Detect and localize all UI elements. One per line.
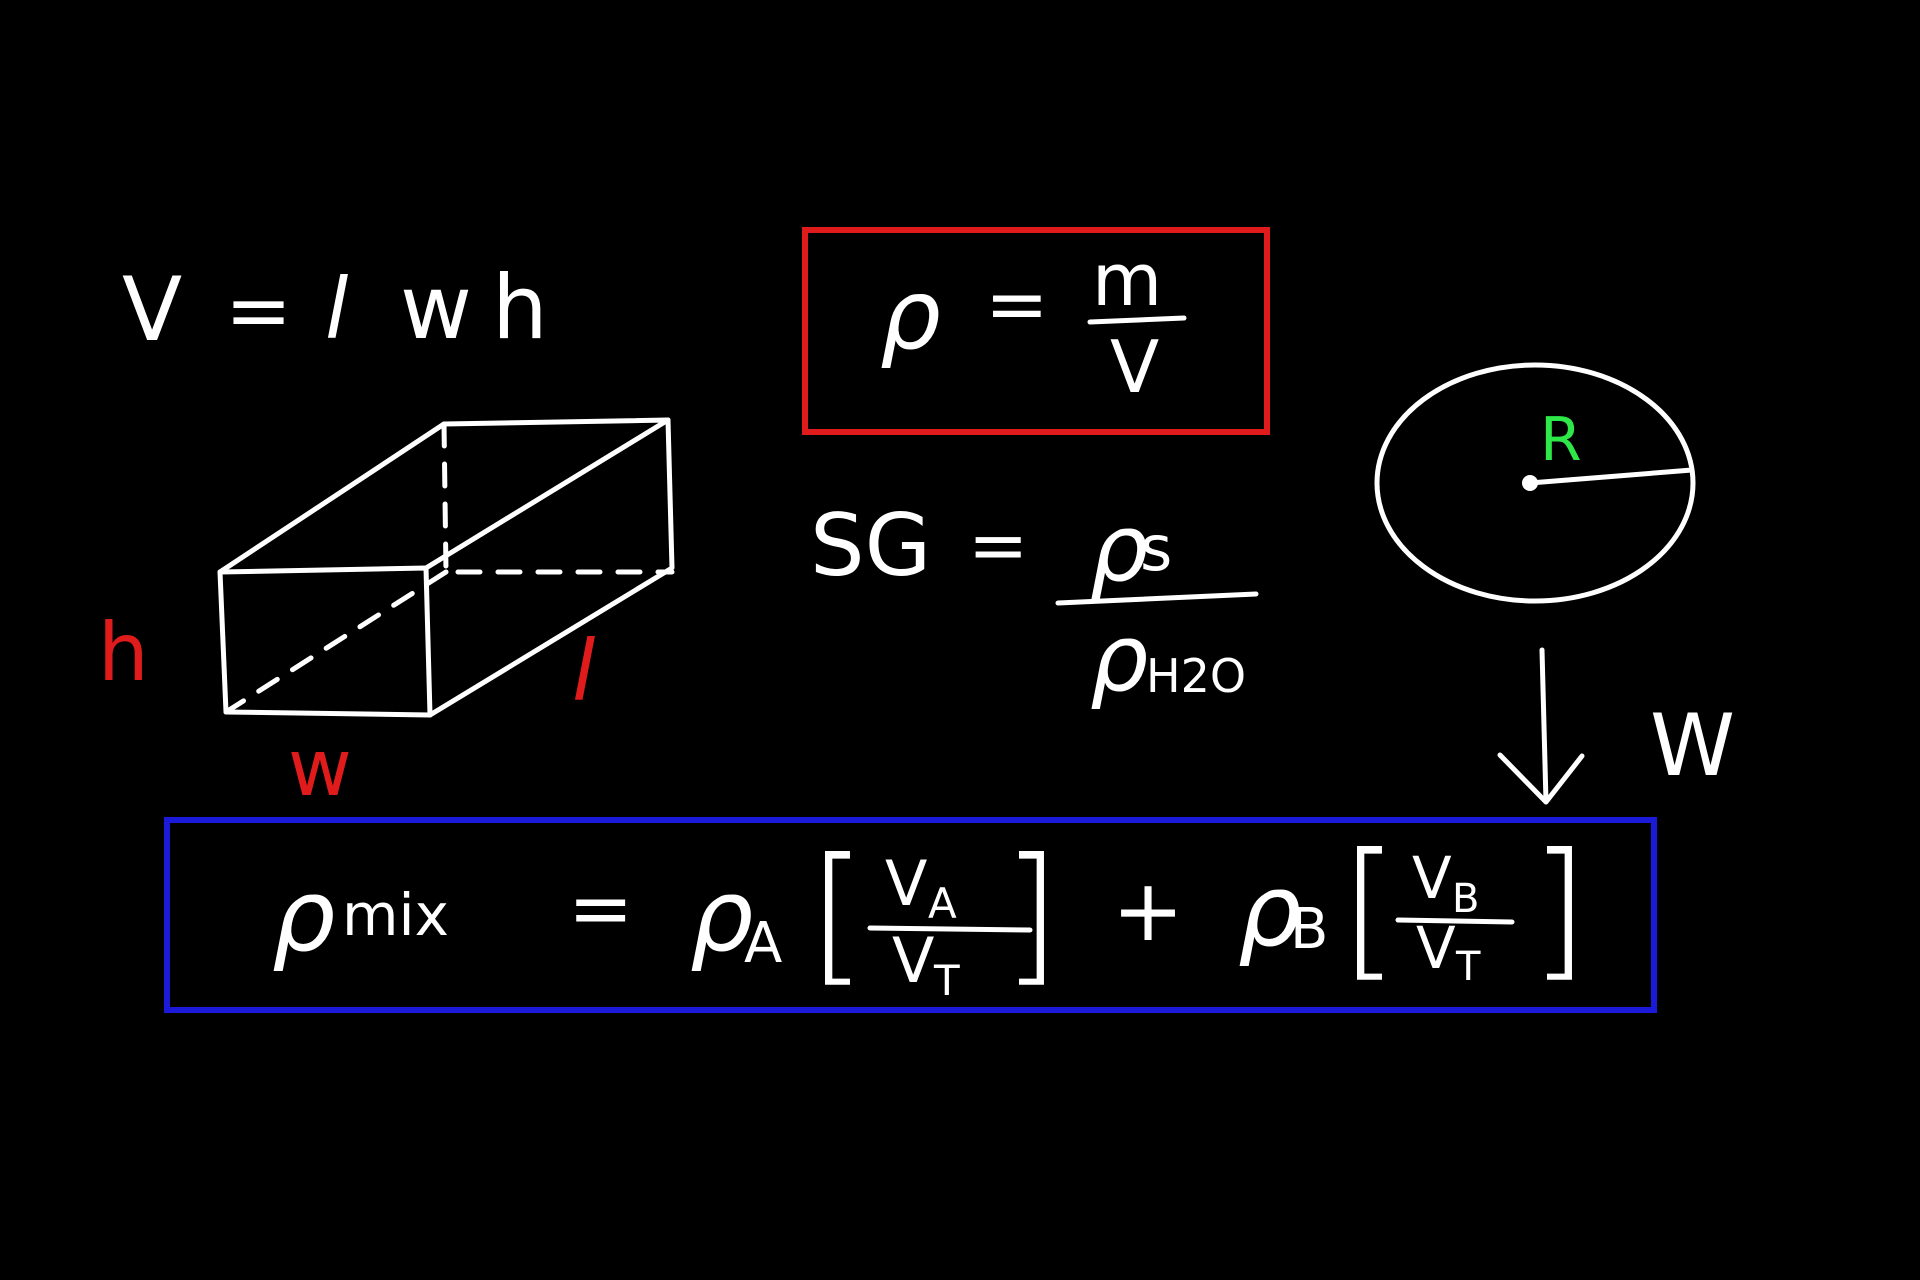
- mix-vt-1: V: [892, 924, 934, 997]
- mixture-formula: ρ mix = ρ A [ V A V T ] + ρ B [ V B V T …: [164, 817, 1657, 1013]
- box-dimension-labels: h w l: [98, 606, 595, 814]
- mix-vt-1-sub: T: [933, 956, 960, 1005]
- circle-center-dot: [1522, 475, 1538, 491]
- volume-formula: V = l w h: [122, 256, 548, 361]
- box-label-h: h: [98, 606, 149, 699]
- rectangular-box: [217, 417, 675, 718]
- mix-left-bracket-1: [: [808, 827, 867, 1001]
- density-equals: =: [985, 259, 1049, 348]
- mix-rho-a: ρ: [690, 857, 753, 974]
- volume-h: h: [492, 256, 548, 359]
- circle-label-w: W: [1650, 696, 1735, 796]
- mix-va: V: [885, 847, 927, 920]
- mix-right-bracket-1: ]: [1002, 827, 1061, 1001]
- mix-plus: +: [1112, 861, 1184, 961]
- sg-fraction-bar: [1055, 591, 1259, 606]
- mix-fraction-bar-1: [867, 925, 1033, 933]
- sg-label: SG: [810, 496, 931, 596]
- density-rho: ρ: [880, 259, 941, 371]
- box-hidden-edges: [223, 421, 675, 715]
- volume-l: l: [325, 260, 348, 358]
- mix-rho-b: ρ: [1238, 852, 1301, 969]
- mix-vt-2: V: [1416, 914, 1456, 982]
- weight-arrow: [1497, 647, 1585, 805]
- sg-rho-water: ρ: [1090, 605, 1148, 712]
- mix-equals: =: [568, 864, 633, 954]
- mix-fraction-bar-2: [1395, 917, 1515, 925]
- box-right-edges: [427, 417, 675, 718]
- mix-right-bracket-2: ]: [1530, 822, 1589, 996]
- sg-equals: =: [968, 503, 1028, 587]
- circle-radius-line: [1527, 467, 1695, 486]
- density-v: V: [1110, 325, 1159, 409]
- specific-gravity-formula: SG = ρ s ρ H2O: [810, 495, 1246, 712]
- sg-rho-s-sub: s: [1140, 512, 1172, 585]
- mix-va-sub: A: [928, 879, 957, 928]
- sg-rho-water-sub: H2O: [1146, 649, 1246, 703]
- circle-outline: [1374, 362, 1696, 604]
- mixture-blue-box: [164, 817, 1657, 1013]
- sg-rho-s: ρ: [1090, 495, 1148, 602]
- density-formula: ρ = m V: [802, 227, 1270, 435]
- density-red-box: [802, 227, 1270, 435]
- mix-vt-2-sub: T: [1455, 944, 1481, 990]
- density-m: m: [1092, 238, 1162, 322]
- mix-rho-sub: mix: [342, 881, 449, 949]
- circle-label-r: R: [1540, 405, 1582, 475]
- mix-rho: ρ: [272, 857, 335, 974]
- mix-vb: V: [1412, 844, 1452, 912]
- mix-left-bracket-2: [: [1340, 822, 1399, 996]
- box-top-face: [217, 417, 671, 575]
- box-label-l: l: [572, 622, 595, 720]
- mix-rho-b-sub: B: [1290, 897, 1328, 962]
- density-fraction-bar: [1087, 315, 1187, 325]
- mix-vb-sub: B: [1452, 876, 1479, 922]
- volume-v: V: [122, 258, 182, 361]
- circle-diagram: R W: [1374, 362, 1735, 805]
- volume-equals: =: [225, 264, 292, 357]
- mix-rho-a-sub: A: [744, 911, 782, 976]
- volume-w: w: [400, 256, 472, 359]
- box-label-w: w: [288, 724, 352, 814]
